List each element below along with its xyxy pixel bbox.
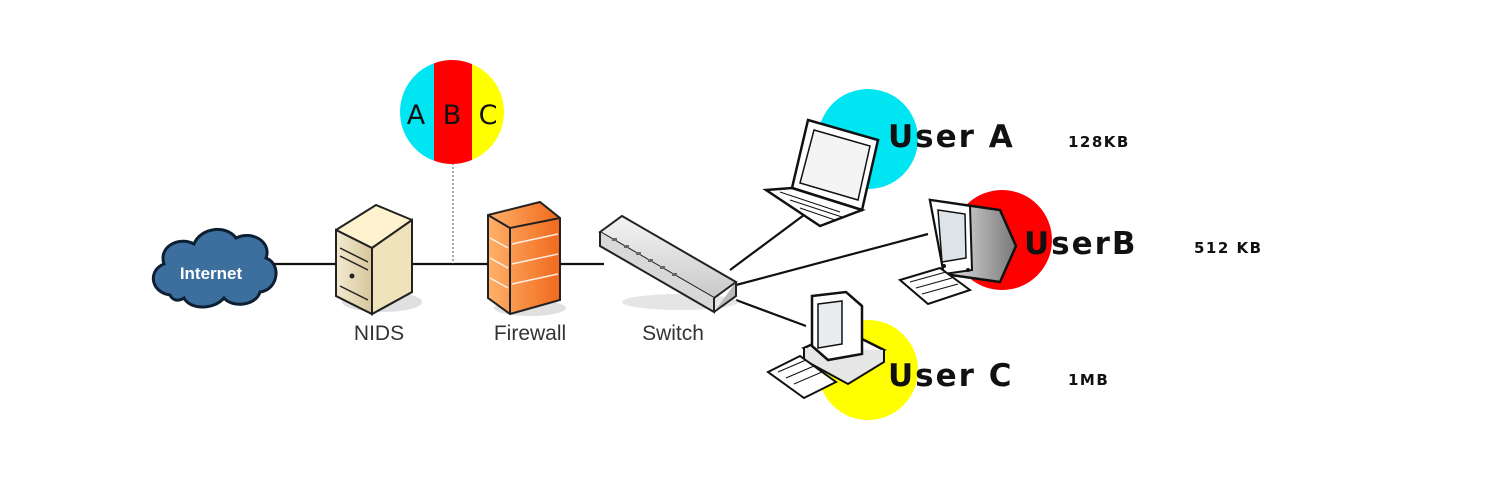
switch-icon: Switch [598, 214, 738, 345]
desktop-pc-icon [766, 290, 887, 400]
firewall-label: Firewall [494, 322, 566, 345]
nids-server-icon: NIDS [335, 203, 422, 345]
queue-indicator: A B C [400, 60, 504, 164]
monitor-icon [897, 198, 1018, 306]
user-a-label: User A [888, 119, 1015, 155]
user-c-size: 1MB [1068, 371, 1109, 389]
queue-segment-a: A [407, 100, 426, 131]
link-switch-laptop [729, 211, 809, 271]
nids-label: NIDS [354, 322, 404, 345]
switch-label: Switch [642, 322, 704, 345]
user-b-label: UserB [1024, 226, 1138, 262]
firewall-icon: Firewall [487, 200, 566, 345]
user-c-label: User C [888, 358, 1013, 394]
laptop-icon [762, 118, 880, 228]
queue-segment-c: C [479, 100, 498, 131]
user-b-size: 512 KB [1194, 239, 1263, 257]
internet-label: Internet [180, 264, 243, 283]
internet-cloud-icon: Internet [152, 228, 278, 309]
links [262, 211, 929, 328]
link-switch-monitor [735, 232, 929, 287]
user-a-size: 128KB [1068, 133, 1130, 151]
queue-segment-b: B [443, 100, 462, 131]
link-switch-desktop [735, 298, 807, 328]
